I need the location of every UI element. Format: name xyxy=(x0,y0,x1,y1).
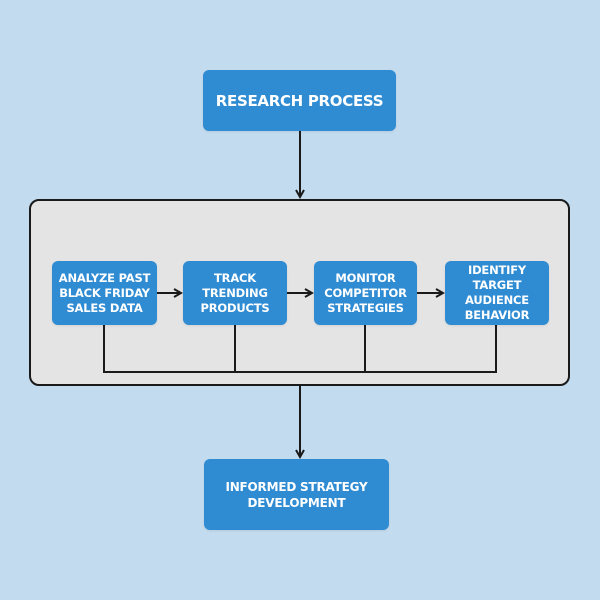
step-monitor-competitor-label: MONITOR COMPETITOR STRATEGIES xyxy=(324,270,407,315)
informed-strategy-node: INFORMED STRATEGY DEVELOPMENT xyxy=(204,459,389,530)
step-identify-audience-label: IDENTIFY TARGET AUDIENCE BEHAVIOR xyxy=(464,263,530,322)
step-analyze-sales-node: ANALYZE PAST BLACK FRIDAY SALES DATA xyxy=(52,261,157,325)
step-track-trending-label: TRACK TRENDING PRODUCTS xyxy=(200,270,270,315)
research-process-label: RESEARCH PROCESS xyxy=(215,91,384,110)
research-process-node: RESEARCH PROCESS xyxy=(203,70,396,131)
step-identify-audience-node: IDENTIFY TARGET AUDIENCE BEHAVIOR xyxy=(445,261,549,325)
step-track-trending-node: TRACK TRENDING PRODUCTS xyxy=(183,261,287,325)
informed-strategy-label: INFORMED STRATEGY DEVELOPMENT xyxy=(225,479,368,510)
step-monitor-competitor-node: MONITOR COMPETITOR STRATEGIES xyxy=(314,261,417,325)
step-analyze-sales-label: ANALYZE PAST BLACK FRIDAY SALES DATA xyxy=(58,270,151,315)
